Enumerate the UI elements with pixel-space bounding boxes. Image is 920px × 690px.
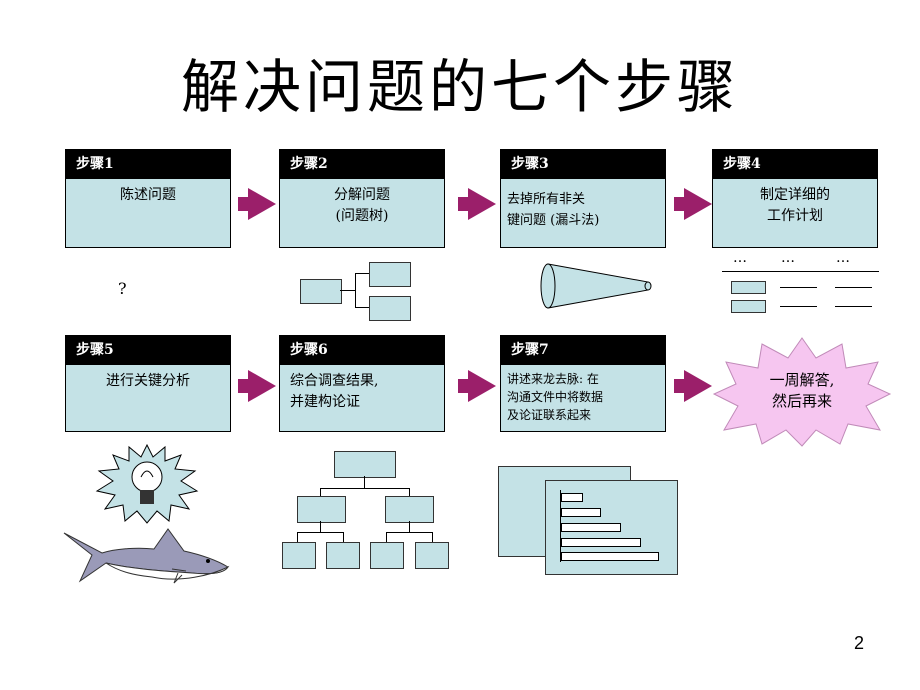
star-text: 一周解答, 然后再来 xyxy=(769,371,835,410)
step-1-header: 步骤1 xyxy=(66,150,230,179)
step-7-text: 讲述来龙去脉: 在 沟通文件中将数据 及论证联系起来 xyxy=(507,372,604,422)
tree-branch-box xyxy=(369,296,411,321)
tree-branch-box xyxy=(369,262,411,287)
step-7-box: 步骤7 讲述来龙去脉: 在 沟通文件中将数据 及论证联系起来 xyxy=(500,335,666,432)
shark-icon xyxy=(63,528,230,584)
tree-root-box xyxy=(300,279,342,304)
step-1-box: 步骤1 陈述问题 xyxy=(65,149,231,248)
plan-dots: … xyxy=(733,250,747,266)
step-2-box: 步骤2 分解问题 (问题树) xyxy=(279,149,445,248)
step-3-box: 步骤3 去掉所有非关 键问题 (漏斗法) xyxy=(500,149,666,248)
plan-dots: … xyxy=(836,250,850,266)
step-5-text: 进行关键分析 xyxy=(106,373,190,389)
burst-star-shape xyxy=(712,337,892,447)
step-2-text: 分解问题 (问题树) xyxy=(334,187,390,224)
step-4-text: 制定详细的 工作计划 xyxy=(760,187,830,224)
step-6-text: 综合调查结果, 并建构论证 xyxy=(290,373,379,410)
lightbulb-icon xyxy=(95,443,199,524)
plan-dots: … xyxy=(781,250,795,266)
step-6-box: 步骤6 综合调查结果, 并建构论证 xyxy=(279,335,445,432)
step-5-header: 步骤5 xyxy=(66,336,230,365)
step-3-text: 去掉所有非关 键问题 (漏斗法) xyxy=(507,192,600,228)
step-4-header: 步骤4 xyxy=(713,150,877,179)
step-3-header: 步骤3 xyxy=(501,150,665,179)
page-title: 解决问题的七个步骤 xyxy=(180,53,739,121)
step-4-box: 步骤4 制定详细的 工作计划 xyxy=(712,149,878,248)
funnel-illustration xyxy=(540,263,652,309)
page-number: 2 xyxy=(853,633,864,653)
step-2-header: 步骤2 xyxy=(280,150,444,179)
question-mark: ? xyxy=(118,279,127,298)
step-7-header: 步骤7 xyxy=(501,336,665,365)
step-5-box: 步骤5 进行关键分析 xyxy=(65,335,231,432)
step-1-text: 陈述问题 xyxy=(120,187,176,203)
step-6-header: 步骤6 xyxy=(280,336,444,365)
